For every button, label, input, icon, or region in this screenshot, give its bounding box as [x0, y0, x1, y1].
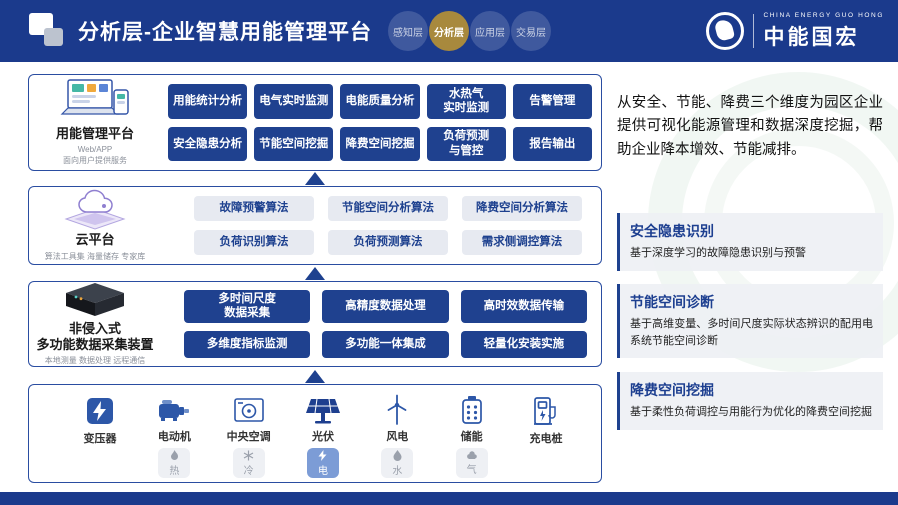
feature-title: 节能空间诊断 [630, 294, 714, 310]
feature-chip: 用能统计分析 [168, 84, 248, 119]
company-name-cn: 中能国宏 [763, 25, 860, 49]
platform-sub-web: Web/APP [77, 145, 113, 155]
solar-panel-icon [305, 393, 341, 426]
capability-chip: 多功能一体集成 [322, 330, 449, 358]
badge-perception-layer: 感知层 [388, 11, 428, 51]
company-name-en: CHINA ENERGY GUO HONG [763, 11, 884, 19]
up-arrow-icon [305, 370, 325, 383]
motor-icon [157, 393, 191, 426]
feature-chip: 告警管理 [512, 84, 592, 119]
company-logo-icon [706, 12, 745, 50]
capability-chip: 轻量化安装实施 [460, 330, 587, 358]
feature-chip: 负荷预测 与管控 [426, 126, 506, 161]
capability-chip: 高时效数据传输 [460, 290, 587, 323]
gas-energy-badge: 气 [455, 448, 488, 478]
feature-chip: 安全隐患分析 [168, 126, 248, 161]
feature-chip: 水热气 实时监测 [426, 84, 506, 119]
intro-text: 从安全、节能、降费三个维度为园区企业提供可视化能源管理和数据深度挖掘，帮助企业降… [617, 95, 883, 158]
cloud-platform-icon [60, 188, 130, 231]
up-arrow-icon [305, 267, 325, 280]
algorithm-chip: 节能空间分析算法 [328, 196, 448, 221]
cold-energy-badge: 冷 [232, 448, 265, 478]
transformer-icon [85, 393, 115, 428]
device-item: 储能 气 [439, 393, 505, 478]
data-collector-icon [58, 281, 132, 319]
heat-energy-badge: 热 [158, 448, 191, 478]
device-item: 充电桩 [513, 393, 579, 478]
cloud-layer-box: 云平台 算法工具集 海量储存 专家库 故障预警算法 节能空间分析算法 降费空间分… [28, 186, 602, 265]
badge-analysis-layer: 分析层 [429, 11, 469, 51]
water-drop-icon [393, 449, 402, 461]
page-title: 分析层-企业智慧用能管理平台 [78, 21, 372, 44]
footer-bar [0, 492, 898, 505]
device-item: 电动机 热 [141, 393, 207, 478]
feature-title: 安全隐患识别 [630, 223, 714, 239]
feature-desc: 基于柔性负荷调控与用能行为优化的降费空间挖掘 [630, 406, 872, 418]
water-energy-badge: 水 [381, 448, 414, 478]
logo-divider [753, 14, 755, 48]
feature-chip: 电气实时监测 [254, 84, 334, 119]
fire-icon [170, 449, 178, 460]
algorithm-chip: 故障预警算法 [194, 196, 314, 221]
gas-cloud-icon [466, 451, 477, 460]
feature-chip: 节能空间挖掘 [254, 126, 334, 161]
slide-marker-icon [27, 12, 67, 50]
algorithm-chip: 需求侧调控算法 [462, 230, 582, 255]
feature-title: 降费空间挖掘 [630, 382, 714, 398]
feature-chip: 电能质量分析 [340, 84, 420, 119]
capability-chip: 多维度指标监测 [184, 330, 311, 358]
cloud-sub: 算法工具集 海量储存 专家库 [44, 251, 146, 261]
feature-desc: 基于深度学习的故障隐患识别与预警 [630, 247, 806, 259]
algorithm-chip: 负荷预测算法 [328, 230, 448, 255]
feature-desc: 基于高维变量、多时间尺度实际状态辨识的配用电系统节能空间诊断 [630, 318, 873, 347]
algorithm-chip: 降费空间分析算法 [462, 196, 582, 221]
header-bar: 分析层-企业智慧用能管理平台 感知层 分析层 应用层 交易层 CHINA ENE… [0, 0, 898, 62]
ev-charger-icon [531, 393, 561, 428]
cloud-label: 云平台 [75, 232, 115, 248]
feature-card-cost-reduction: 降费空间挖掘 基于柔性负荷调控与用能行为优化的降费空间挖掘 [617, 372, 883, 430]
device-item: 变压器 [67, 393, 133, 478]
device-item: 中央空调 冷 [216, 393, 282, 478]
layer-badges: 感知层 分析层 应用层 交易层 [388, 11, 552, 51]
company-logo: CHINA ENERGY GUO HONG 中能国宏 [706, 0, 884, 62]
badge-transaction-layer: 交易层 [511, 11, 551, 51]
feature-card-safety: 安全隐患识别 基于深度学习的故障隐患识别与预警 [617, 213, 883, 271]
platform-layer-box: 用能管理平台 Web/APP 面向用户提供服务 用能统计分析 电气实时监测 电能… [28, 74, 602, 171]
collector-sub: 本地测量 数据处理 远程通信 [44, 356, 146, 366]
feature-chip: 报告输出 [512, 126, 592, 161]
battery-storage-icon [459, 393, 485, 426]
collector-layer-box: 非侵入式 多功能数据采集装置 本地测量 数据处理 远程通信 多时间尺度 数据采集… [28, 281, 602, 367]
equipment-layer-box: 变压器 电动机 热 [28, 384, 602, 483]
device-item: 光伏 电 [290, 393, 356, 478]
up-arrow-icon [305, 172, 325, 185]
dashboard-laptop-icon [52, 78, 138, 124]
capability-chip: 高精度数据处理 [322, 290, 449, 323]
feature-chip: 降费空间挖掘 [340, 126, 420, 161]
hvac-icon [233, 393, 265, 426]
electric-energy-badge: 电 [306, 448, 339, 478]
device-item: 风电 水 [364, 393, 430, 478]
capability-chip: 多时间尺度 数据采集 [184, 290, 311, 323]
algorithm-chip: 负荷识别算法 [194, 230, 314, 255]
collector-label: 非侵入式 多功能数据采集装置 [36, 320, 154, 353]
wind-turbine-icon [381, 393, 413, 426]
bolt-icon [318, 449, 327, 461]
platform-sub-desc: 面向用户提供服务 [63, 156, 127, 166]
platform-label: 用能管理平台 [55, 126, 134, 142]
badge-application-layer: 应用层 [470, 11, 510, 51]
snowflake-icon [243, 450, 254, 461]
feature-card-energy-saving: 节能空间诊断 基于高维变量、多时间尺度实际状态辨识的配用电系统节能空间诊断 [617, 284, 883, 358]
